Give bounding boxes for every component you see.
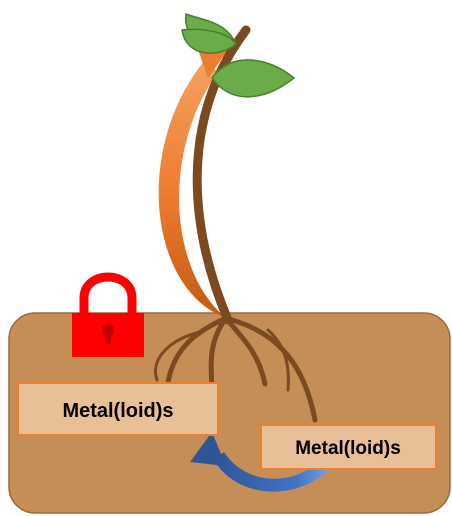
lock-icon [72, 277, 144, 357]
leaf-right [212, 60, 294, 97]
metal-label-left: Metal(loid)s [62, 400, 173, 422]
metal-box-left: Metal(loid)s [18, 383, 218, 435]
metal-box-right: Metal(loid)s [261, 425, 436, 469]
metal-label-right: Metal(loid)s [295, 438, 401, 459]
